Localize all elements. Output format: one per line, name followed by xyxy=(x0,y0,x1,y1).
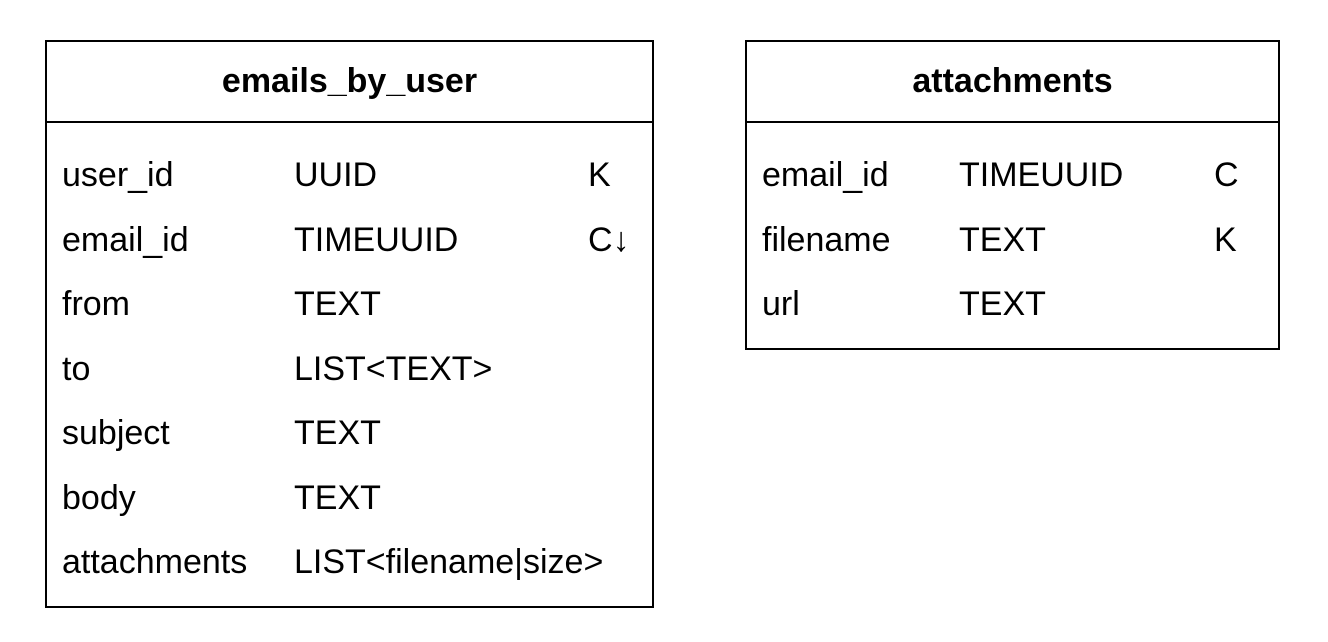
column-type: TEXT xyxy=(294,478,381,517)
column-row-attachments: attachments LIST<filename|size> xyxy=(47,530,652,595)
column-row-body: body TEXT xyxy=(47,466,652,531)
column-key: C xyxy=(1214,156,1239,194)
column-name: email_id xyxy=(62,220,189,259)
column-type: LIST<TEXT> xyxy=(294,349,493,388)
table-attachments: attachments email_id TIMEUUID C filename… xyxy=(745,40,1280,350)
column-key: K xyxy=(1214,220,1237,259)
column-type: TIMEUUID xyxy=(959,156,1124,194)
column-key: C↓ xyxy=(588,220,630,259)
table-emails-by-user: emails_by_user user_id UUID K email_id T… xyxy=(45,40,654,608)
column-row-email-id: email_id TIMEUUID C xyxy=(747,143,1278,208)
column-type: TEXT xyxy=(959,285,1046,323)
column-name: filename xyxy=(762,220,891,259)
table-columns: user_id UUID K email_id TIMEUUID C↓ from… xyxy=(47,123,652,595)
column-type: TEXT xyxy=(959,220,1046,259)
column-type: UUID xyxy=(294,156,378,194)
table-columns: email_id TIMEUUID C filename TEXT K url … xyxy=(747,123,1278,337)
column-name: url xyxy=(762,285,800,323)
column-row-from: from TEXT xyxy=(47,272,652,337)
column-type: LIST<filename|size> xyxy=(294,543,604,581)
column-row-url: url TEXT xyxy=(747,272,1278,337)
column-name: attachments xyxy=(62,543,248,581)
column-row-filename: filename TEXT K xyxy=(747,208,1278,273)
column-type: TEXT xyxy=(294,285,381,323)
column-name: to xyxy=(62,349,91,388)
column-row-to: to LIST<TEXT> xyxy=(47,337,652,402)
column-name: from xyxy=(62,285,130,323)
column-name: body xyxy=(62,478,136,517)
column-name: user_id xyxy=(62,156,174,194)
column-row-user-id: user_id UUID K xyxy=(47,143,652,208)
column-name: email_id xyxy=(762,156,889,194)
column-key: K xyxy=(588,156,611,194)
table-title: emails_by_user xyxy=(47,42,652,123)
table-title: attachments xyxy=(747,42,1278,123)
column-type: TIMEUUID xyxy=(294,220,459,259)
column-name: subject xyxy=(62,414,170,452)
column-row-email-id: email_id TIMEUUID C↓ xyxy=(47,208,652,273)
column-row-subject: subject TEXT xyxy=(47,401,652,466)
column-type: TEXT xyxy=(294,414,381,452)
